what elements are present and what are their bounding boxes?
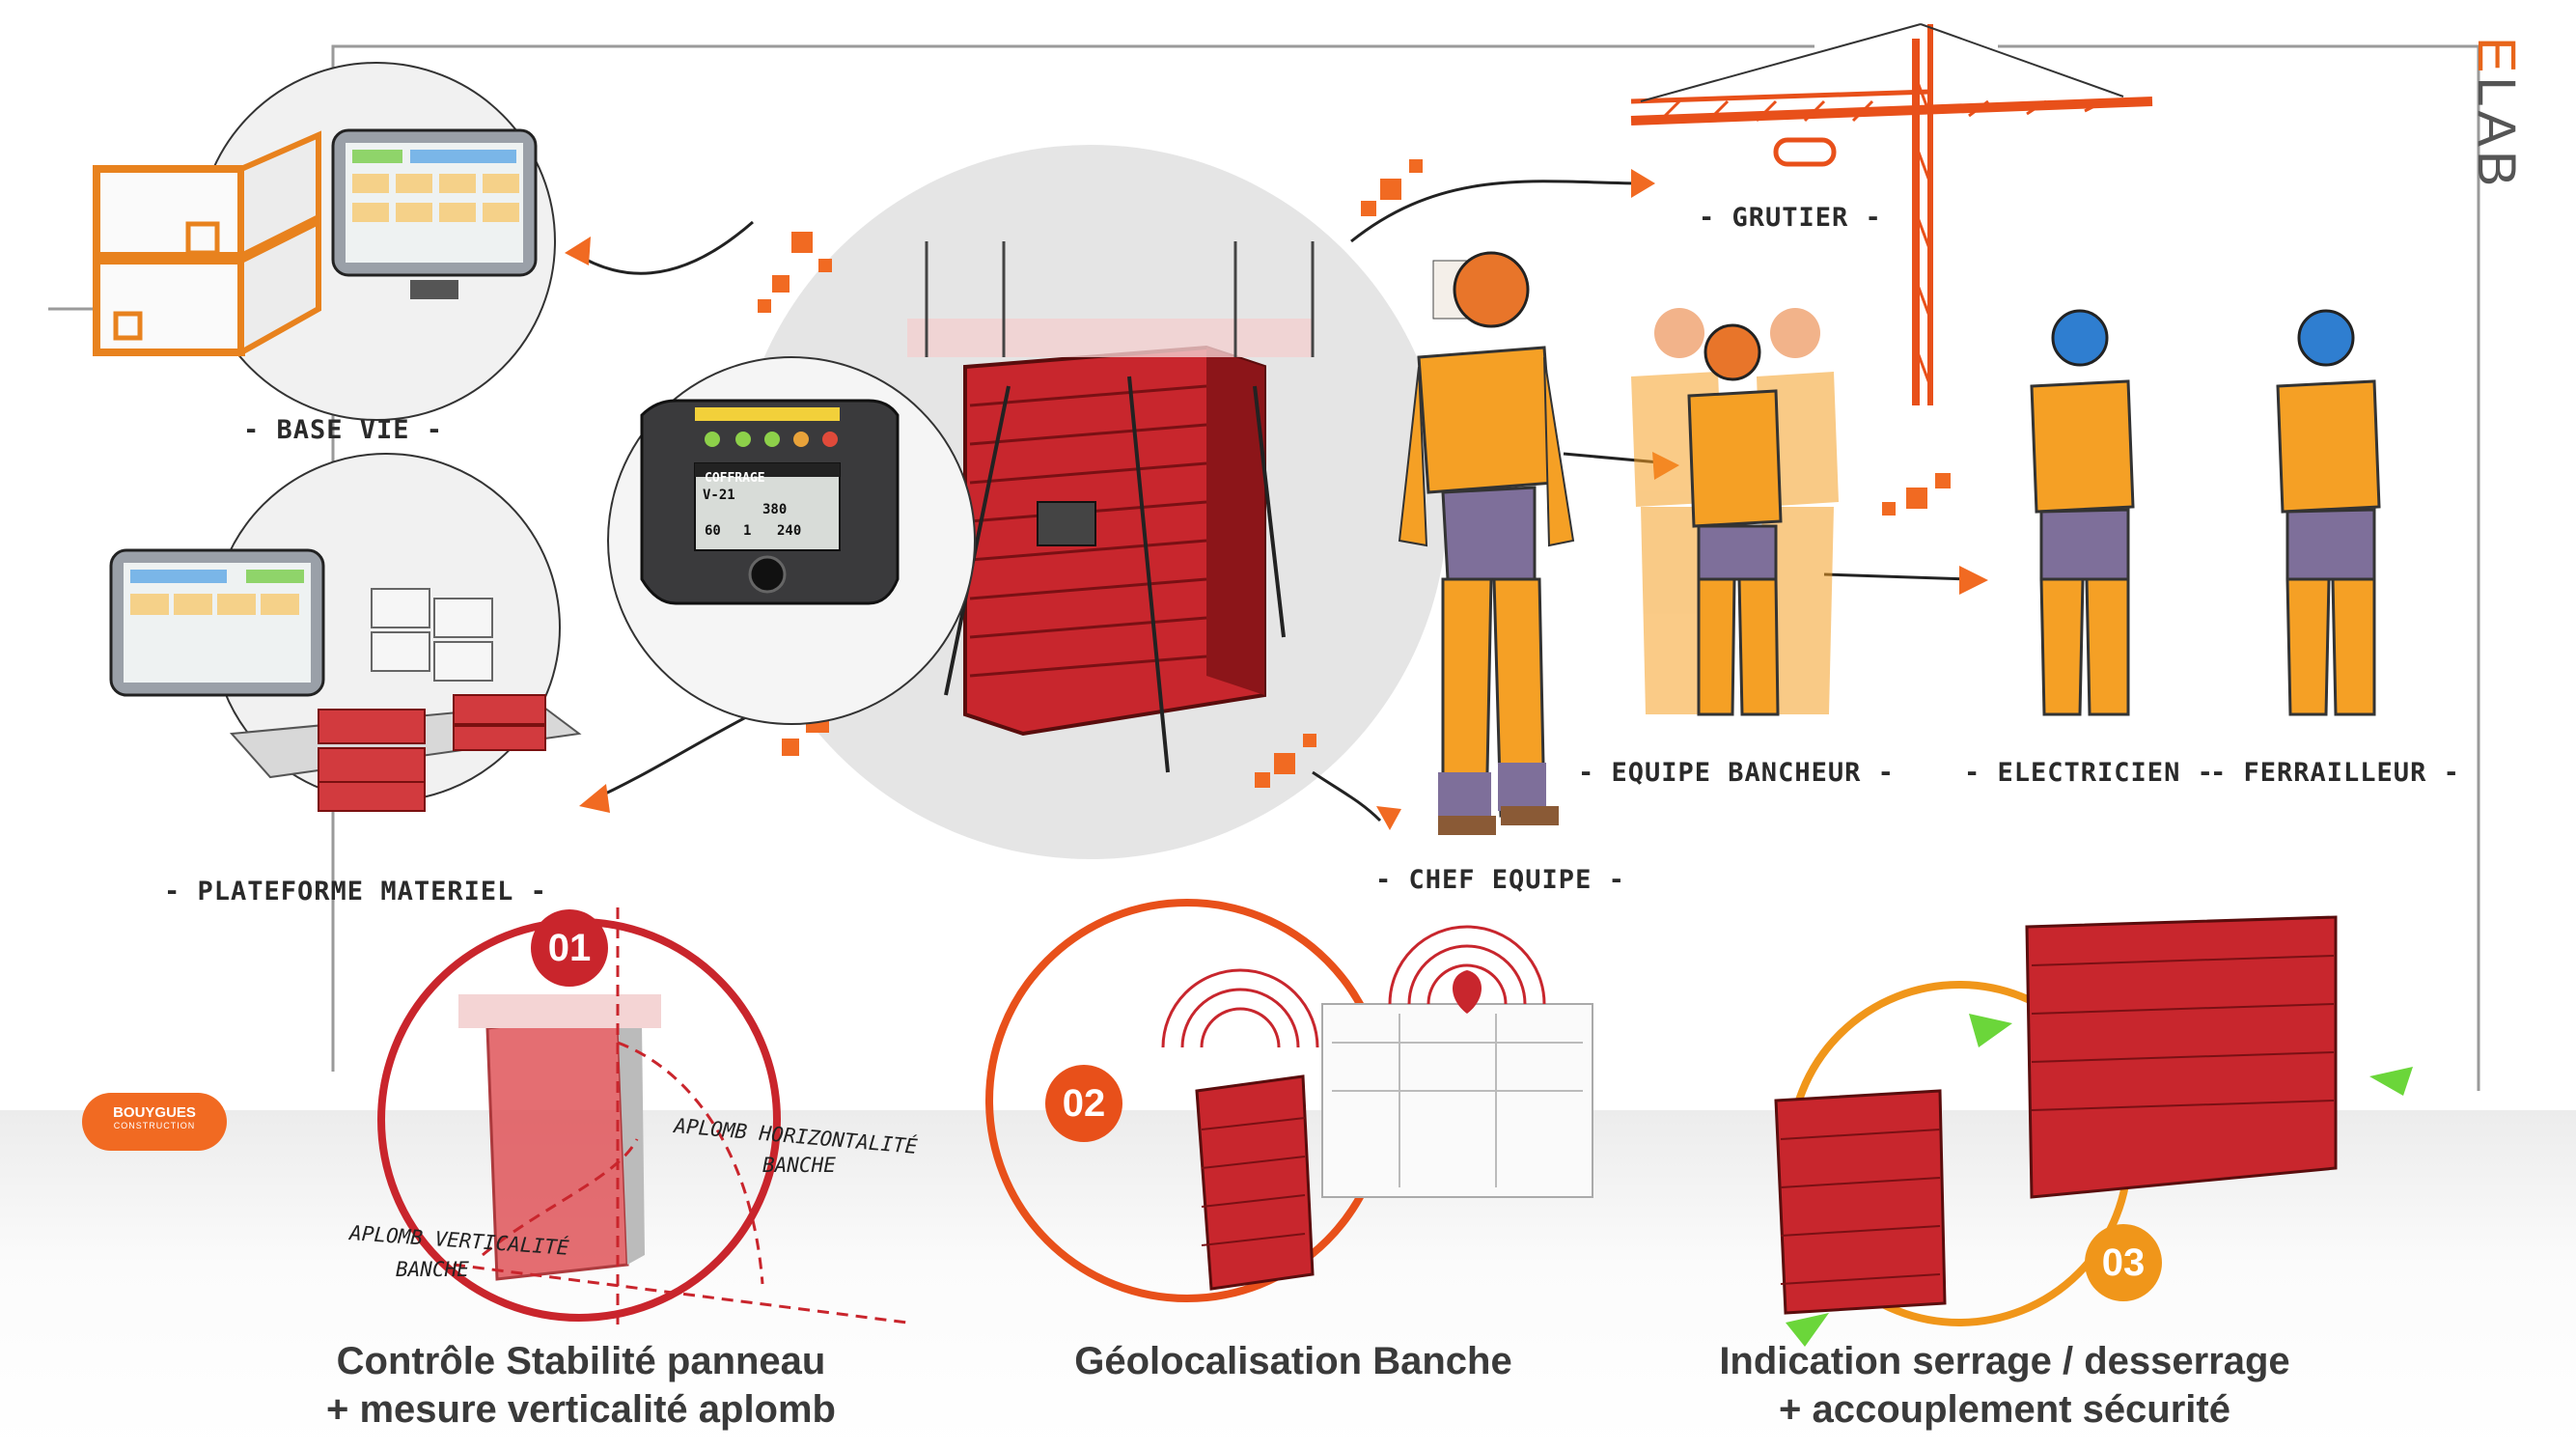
note-banche-b: BANCHE bbox=[396, 1258, 469, 1281]
caption-02-line1: Géolocalisation Banche bbox=[1074, 1340, 1512, 1382]
elab-rest: LAB bbox=[2467, 76, 2528, 191]
base-vie-illustration bbox=[93, 62, 556, 421]
step-03-illustration bbox=[1774, 915, 2413, 1347]
control-device bbox=[607, 356, 976, 725]
step-02-illustration bbox=[985, 899, 1593, 1302]
step-01-badge: 01 bbox=[531, 909, 608, 987]
step-02-badge: 02 bbox=[1045, 1065, 1122, 1142]
label-base-vie: - BASE VIE - bbox=[243, 415, 444, 445]
main-formwork bbox=[907, 241, 1315, 773]
device-title: COFFRAGE bbox=[705, 471, 765, 486]
caption-step-03: Indication serrage / desserrage + accoup… bbox=[1638, 1337, 2371, 1434]
label-grutier: - GRUTIER - bbox=[1699, 203, 1882, 233]
caption-step-01: Contrôle Stabilité panneau + mesure vert… bbox=[214, 1337, 948, 1434]
step-03-badge: 03 bbox=[2085, 1224, 2162, 1301]
caption-03-line2: + accouplement sécurité bbox=[1779, 1388, 2230, 1431]
caption-01-line2: + mesure verticalité aplomb bbox=[325, 1388, 836, 1431]
logo-subtext: CONSTRUCTION bbox=[113, 1121, 196, 1130]
label-equipe-bancheur: - EQUIPE BANCHEUR - bbox=[1578, 758, 1895, 788]
device-row-a: 60 bbox=[705, 523, 721, 539]
caption-03-line1: Indication serrage / desserrage bbox=[1719, 1340, 2290, 1382]
plateforme-illustration bbox=[109, 453, 582, 812]
device-value: 380 bbox=[762, 502, 788, 517]
device-row-c: 240 bbox=[777, 523, 802, 539]
note-banche-a: BANCHE bbox=[762, 1154, 836, 1177]
caption-01-line1: Contrôle Stabilité panneau bbox=[336, 1340, 826, 1382]
label-plateforme: - PLATEFORME MATERIEL - bbox=[164, 877, 547, 906]
device-line1: V-21 bbox=[703, 488, 735, 503]
label-ferrailleur: - FERRAILLEUR - bbox=[2210, 758, 2460, 788]
elab-logo: ELAB bbox=[2467, 37, 2529, 201]
bouygues-logo: BOUYGUES CONSTRUCTION bbox=[82, 1093, 227, 1151]
label-electricien: - ELECTRICIEN - bbox=[1964, 758, 2214, 788]
workers bbox=[1398, 251, 2381, 835]
step-01-illustration bbox=[377, 907, 908, 1332]
elab-first: E bbox=[2467, 37, 2528, 77]
logo-text: BOUYGUES bbox=[113, 1104, 196, 1121]
device-row-b: 1 bbox=[743, 523, 752, 539]
caption-step-02: Géolocalisation Banche bbox=[927, 1337, 1660, 1385]
label-chef-equipe: - CHEF EQUIPE - bbox=[1375, 865, 1625, 895]
crane bbox=[1630, 23, 2153, 405]
